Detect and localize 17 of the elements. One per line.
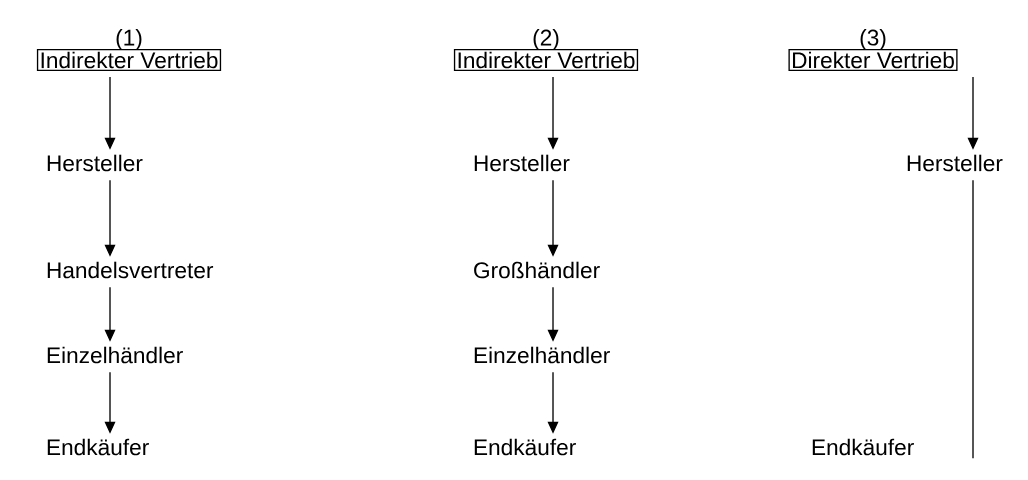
stage-label: Hersteller (47, 154, 143, 172)
heading-number: (3) (860, 29, 886, 51)
stage-label: Großhändler (474, 261, 600, 279)
channel-box: Direkter Vertrieb (3) (788, 29, 958, 71)
stage-label: Handelsvertreter (47, 261, 214, 279)
channel-box: Indirekter Vertrieb (2) (453, 29, 639, 71)
stage-label: Hersteller (907, 154, 1003, 172)
stage-label: Endkäufer (812, 438, 914, 456)
channel-box: Indirekter Vertrieb (1) (36, 29, 222, 71)
stage-label: Einzelhändler (47, 346, 183, 364)
stage-label: Hersteller (474, 154, 570, 172)
stage-label: Endkäufer (474, 438, 576, 456)
stage-label: Einzelhändler (474, 346, 610, 364)
connector-line (972, 179, 974, 459)
heading-number: (2) (533, 29, 559, 51)
heading-number: (1) (116, 29, 142, 51)
stage-label: Endkäufer (47, 438, 149, 456)
